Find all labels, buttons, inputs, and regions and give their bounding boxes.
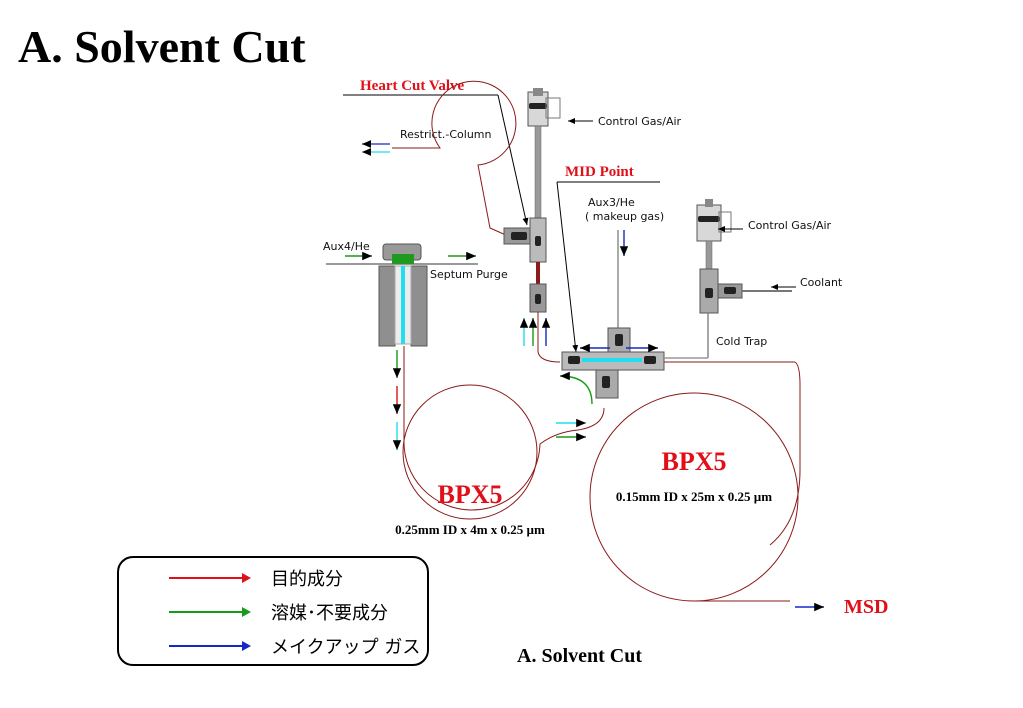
msd-label: MSD [844,596,888,618]
cold-trap [696,199,792,358]
heart-cut-valve-label: Heart Cut Valve [360,78,465,94]
cold-trap-label: Cold Trap [716,335,767,348]
figure-caption: A. Solvent Cut [517,645,643,667]
page-title: A. Solvent Cut [18,21,306,72]
mid-point-label: MID Point [565,164,634,180]
legend-item-target: 目的成分 [169,564,343,592]
control-valve-top [527,88,561,222]
column-1-spec: 0.25mm ID x 4m x 0.25 µm [395,522,545,537]
legend-green-line [169,607,251,617]
legend-item-solvent: 溶媒･不要成分 [169,598,388,626]
control-gas-right-label: Control Gas/Air [748,219,832,232]
aux3-label-2: ( makeup gas) [585,210,664,223]
legend-label-target: 目的成分 [271,569,343,590]
column-1-name: BPX5 [438,480,503,509]
column-1-coil [403,346,605,511]
aux3-label-1: Aux3/He [588,196,635,209]
mid-point-leader [556,181,579,353]
legend-label-makeup: メイクアップ ガス [271,637,421,658]
legend-item-makeup: メイクアップ ガス [169,632,420,660]
heart-cut-valve [503,217,547,313]
restrict-column-coil [392,80,517,237]
control-gas-top-label: Control Gas/Air [598,115,682,128]
mid-point-tee [561,327,665,399]
legend: 目的成分 溶媒･不要成分 メイクアップ ガス [117,556,429,666]
coolant-label: Coolant [800,276,843,289]
solvent-return-arrow [559,371,593,405]
aux4-label: Aux4/He [323,240,370,253]
legend-label-solvent: 溶媒･不要成分 [271,603,388,624]
legend-red-line [169,573,251,583]
heart-cut-leader [497,94,529,226]
legend-blue-line [169,641,251,651]
injector [326,243,478,347]
column-2-name: BPX5 [662,447,727,476]
septum-purge-label: Septum Purge [430,268,508,281]
column-2-spec: 0.15mm ID x 25m x 0.25 µm [616,489,772,504]
restrict-column-label: Restrict.-Column [400,128,492,141]
